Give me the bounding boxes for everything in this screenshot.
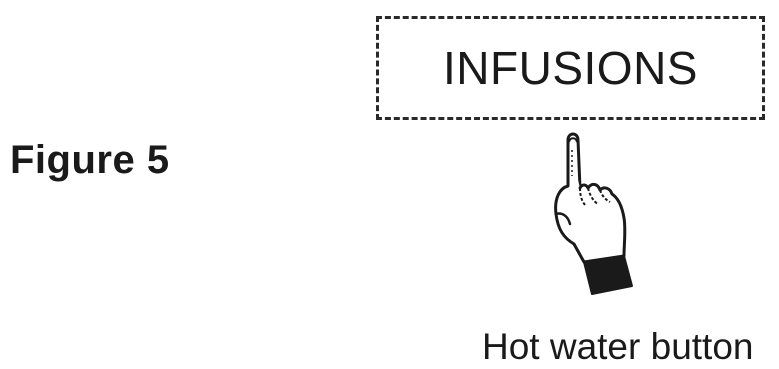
hot-water-button-caption: Hot water button	[482, 326, 754, 367]
pointing-hand-icon	[554, 132, 633, 295]
infusions-button[interactable]: INFUSIONS	[376, 16, 765, 120]
figure-label: Figure 5	[10, 138, 170, 182]
infusions-button-label: INFUSIONS	[443, 42, 698, 94]
